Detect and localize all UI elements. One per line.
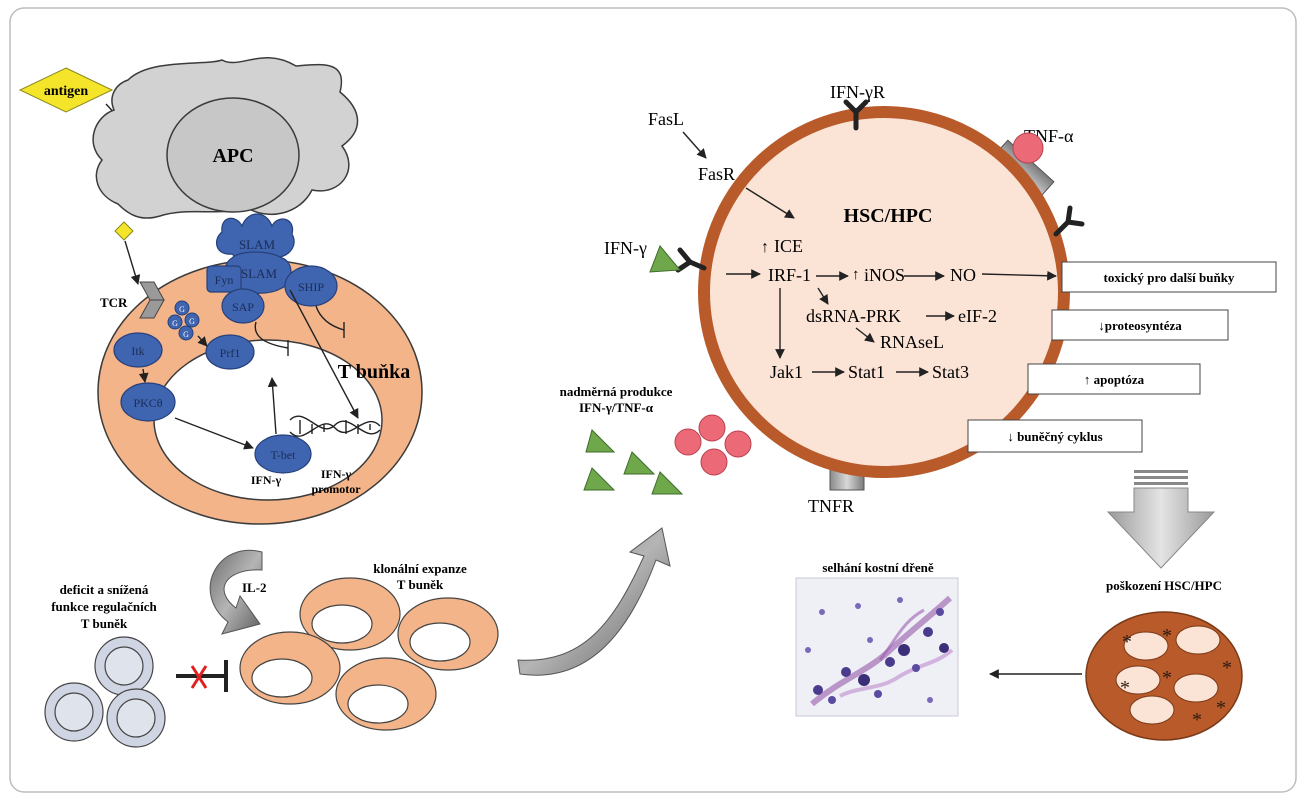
- ship-label: SHIP: [298, 280, 324, 294]
- prf1-protein: Prf1: [205, 334, 255, 370]
- sap-protein: SAP: [221, 288, 265, 324]
- ifn-promotor-label-1: IFN-γ: [321, 467, 352, 481]
- clonal-t-cells: [239, 577, 499, 731]
- tcr-receptor: [139, 281, 165, 319]
- damage-stars: * * * * * * *: [1120, 625, 1232, 731]
- t-cell-label: T buňka: [338, 361, 410, 383]
- ifngr-receptor-left: [675, 247, 707, 273]
- granule-label: G: [189, 317, 195, 326]
- fasl-label: FasL: [648, 109, 684, 129]
- rnasel-label: RNAseL: [880, 332, 944, 352]
- ifngr-receptor-top: [843, 99, 869, 131]
- sap-label: SAP: [232, 300, 254, 314]
- ship-protein: SHIP: [284, 265, 338, 307]
- damage-star: *: [1216, 697, 1226, 719]
- box-apopt-label: ↑ apoptóza: [1084, 372, 1145, 387]
- ifng-triangles: [583, 429, 684, 495]
- box-proteosynthesis: ↓proteosyntéza: [1051, 309, 1229, 341]
- ifng-label: IFN-γ: [604, 238, 647, 258]
- antigen-badge: antigen: [18, 67, 114, 113]
- hsc-label: HSC/HPC: [844, 205, 933, 227]
- fasl-arrow: [682, 131, 707, 159]
- presented-antigen: [114, 221, 134, 241]
- stat3-label: Stat3: [932, 362, 969, 382]
- damage-star: *: [1192, 709, 1202, 731]
- slam-top-label: SLAM: [239, 237, 276, 252]
- tnfr-label: TNFR: [808, 496, 854, 516]
- box-apoptosis: ↑ apoptóza: [1027, 363, 1201, 395]
- inos-label: iNOS: [864, 265, 905, 285]
- apc-nucleus: [166, 97, 300, 213]
- marrow-micrograph: [795, 577, 959, 717]
- curved-arrow-cytokines: [517, 527, 671, 676]
- ice-label: ICE: [774, 236, 803, 256]
- curved-arrow-expansion: [209, 549, 263, 635]
- marrow-failure-label: selhání kostní dřeně: [822, 560, 933, 575]
- signaling-arrows: [138, 289, 359, 450]
- itk-label: Itk: [131, 344, 144, 358]
- box-toxic: toxický pro další buňky: [1061, 261, 1277, 293]
- fyn-protein: Fyn: [206, 265, 242, 293]
- granule-label: G: [179, 305, 185, 314]
- overproduction-label-1: nadměrná produkce: [560, 384, 673, 399]
- deficit-label-1: deficit a snížená: [60, 582, 149, 597]
- clonal-label-1: klonální expanze: [373, 561, 467, 576]
- ifn-promotor-label-2: promotor: [311, 482, 361, 496]
- hsc-cell: [698, 106, 1070, 478]
- antigen-label: antigen: [44, 84, 89, 99]
- granule-label: G: [183, 330, 189, 339]
- damage-star: *: [1120, 677, 1130, 699]
- tbet-protein: T-bet: [254, 434, 312, 474]
- irf1-label: IRF-1: [768, 265, 811, 285]
- il2-label: IL-2: [242, 580, 267, 595]
- ifng-triangle: [649, 245, 682, 273]
- inhibition-blocked: [176, 660, 228, 692]
- damaged-hsc-cell: [1085, 611, 1243, 741]
- hsc-pathway-arrows: [726, 187, 1057, 377]
- fyn-label: Fyn: [215, 273, 234, 287]
- box-cell-cycle: ↓ buněčný cyklus: [967, 419, 1143, 453]
- overproduction-label-2: IFN-γ/TNF-α: [579, 400, 654, 415]
- damage-label: poškození HSC/HPC: [1106, 578, 1222, 593]
- ifngr-label: IFN-γR: [830, 82, 885, 102]
- damage-star: *: [1222, 657, 1232, 679]
- apc-label: APC: [212, 145, 253, 167]
- damage-star: *: [1162, 667, 1172, 689]
- inos-up-arrow: ↑: [852, 267, 860, 283]
- deficit-label-3: T buněk: [81, 616, 128, 631]
- stat1-label: Stat1: [848, 362, 885, 382]
- regulatory-t-cells: [44, 636, 166, 748]
- slam-top: SLAM: [215, 213, 295, 262]
- eif2-label: eIF-2: [958, 306, 997, 326]
- damage-star: *: [1122, 631, 1132, 653]
- ifngr-receptor-right: [1053, 205, 1085, 237]
- tnfa-circles: [674, 414, 752, 476]
- prf1-label: Prf1: [220, 346, 241, 360]
- deficit-label-2: funkce regulačních: [51, 599, 157, 614]
- granules: G G G G: [167, 300, 200, 341]
- granule-label: G: [172, 319, 178, 328]
- itk-protein: Itk: [113, 332, 163, 368]
- box-toxic-label: toxický pro další buňky: [1104, 270, 1235, 285]
- tcr-label: TCR: [100, 295, 128, 310]
- box-cycle-label: ↓ buněčný cyklus: [1007, 429, 1102, 444]
- ifn-gene-label: IFN-γ: [251, 473, 282, 487]
- clonal-label-2: T buněk: [397, 577, 444, 592]
- dsrna-prk-label: dsRNA-PRK: [806, 306, 901, 326]
- dna-helix: [289, 415, 381, 437]
- slam-bottom-label: SLAM: [241, 266, 278, 281]
- box-proteo-label: ↓proteosyntéza: [1098, 318, 1182, 333]
- no-label: NO: [950, 265, 976, 285]
- damage-star: *: [1162, 625, 1172, 647]
- fasr-label: FasR: [698, 164, 735, 184]
- pkc-protein: PKCθ: [120, 382, 176, 422]
- tbet-label: T-bet: [271, 448, 297, 462]
- ice-up-arrow: ↑: [761, 239, 769, 256]
- pkc-label: PKCθ: [133, 396, 162, 410]
- presentation-arrow: [124, 240, 141, 285]
- jak1-label: Jak1: [770, 362, 803, 382]
- down-arrow-damage: [1106, 470, 1216, 569]
